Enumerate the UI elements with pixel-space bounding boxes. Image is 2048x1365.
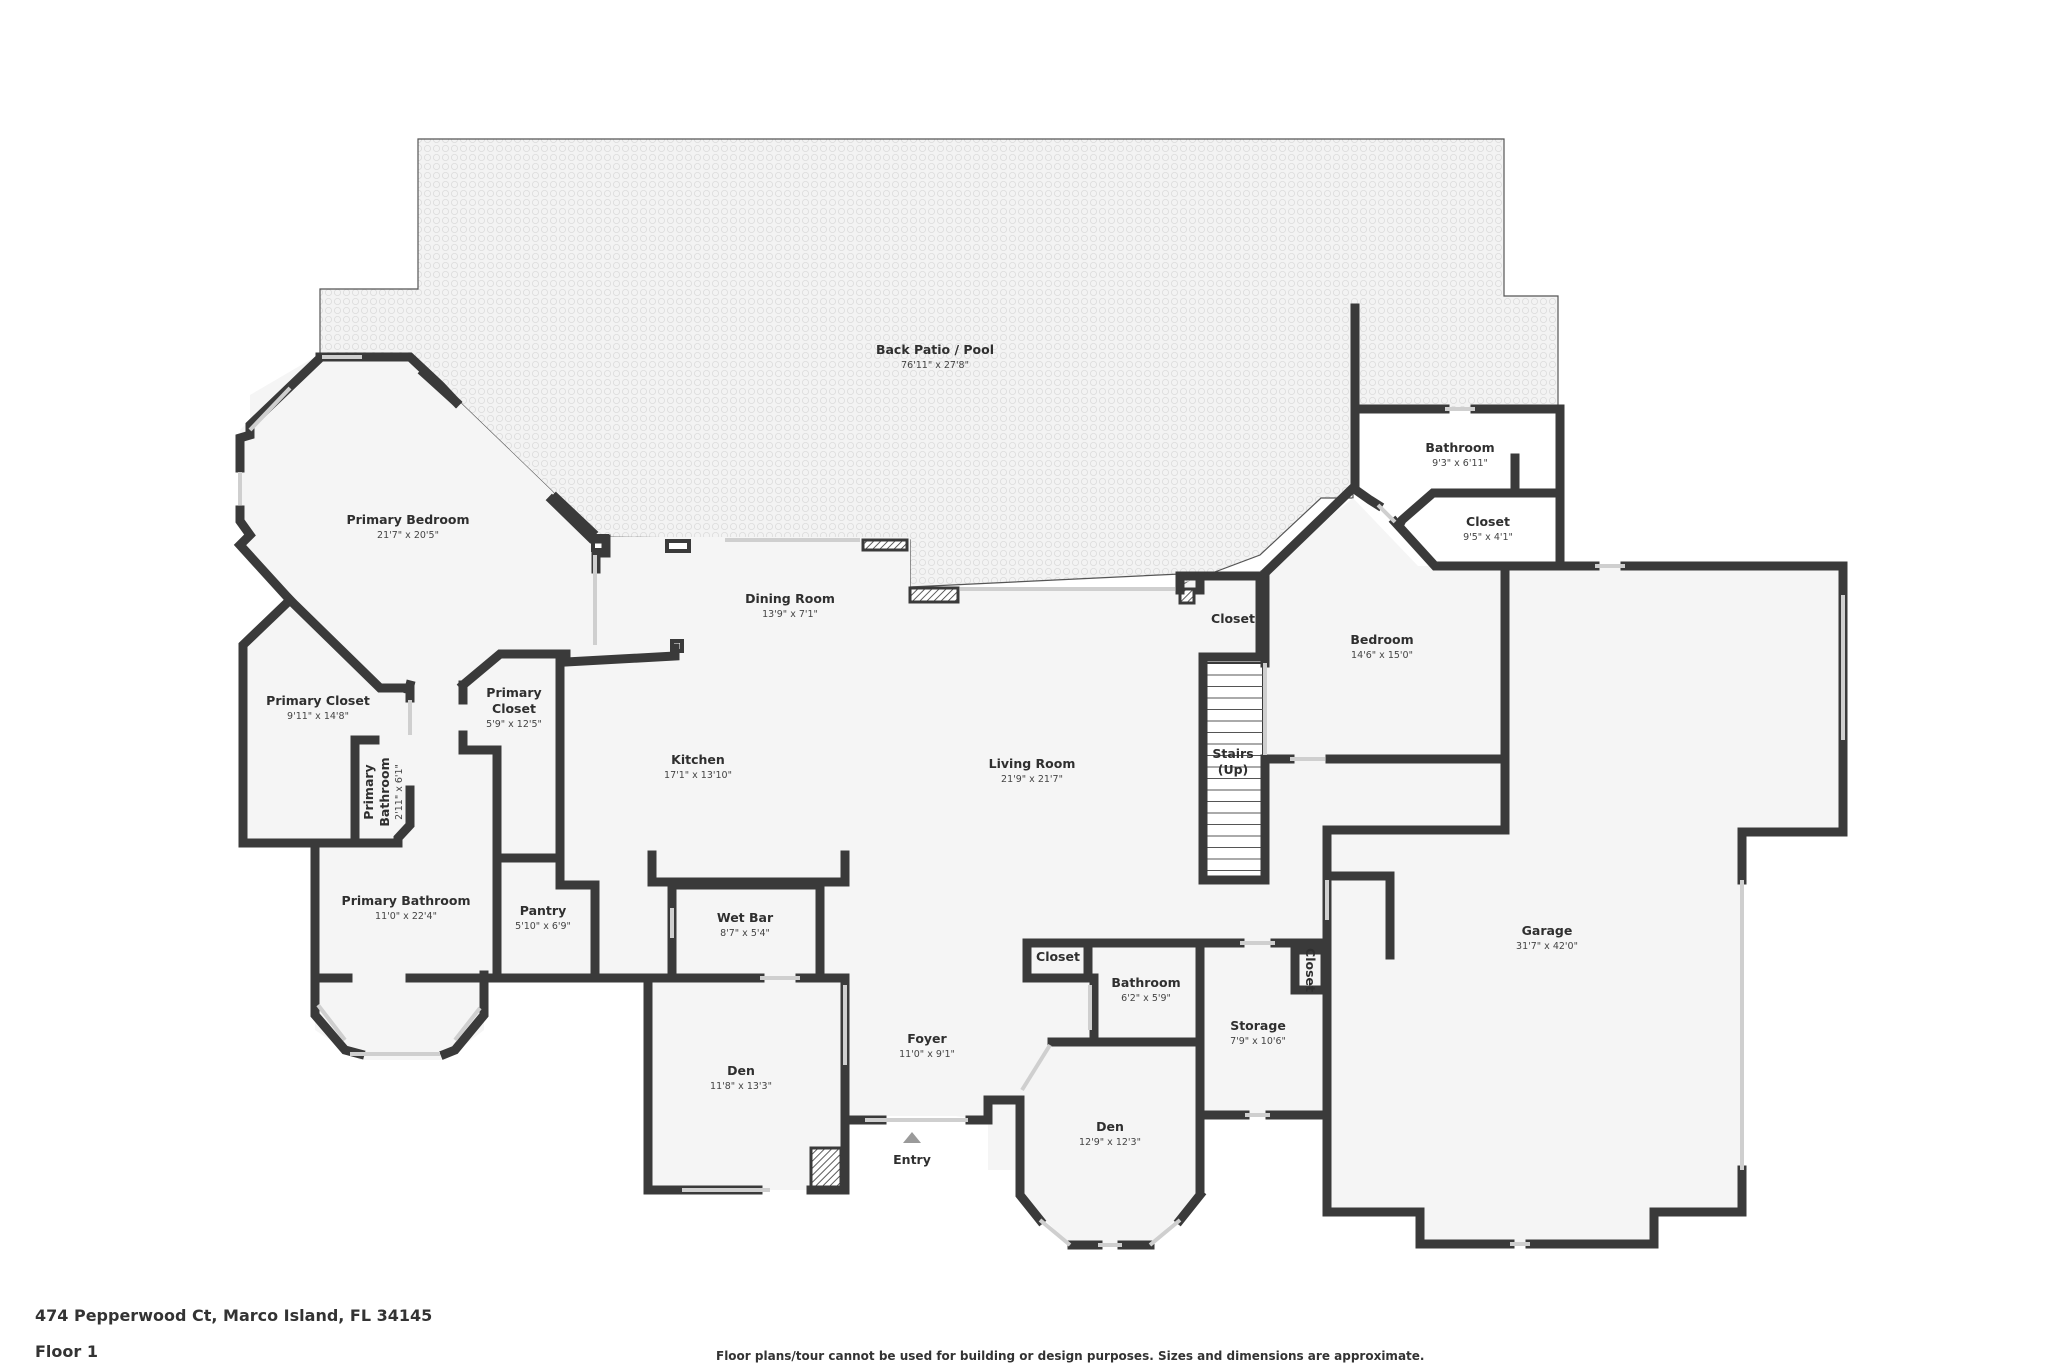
room-labels: Back Patio / Pool 76'11" x 27'8" Primary… — [266, 342, 1578, 1167]
label-stairs: Stairs — [1212, 746, 1253, 761]
dim-foyer: 11'0" x 9'1" — [899, 1049, 955, 1060]
dim-dining-room: 13'9" x 7'1" — [762, 609, 818, 620]
label-bathroom-top: Bathroom — [1425, 440, 1494, 455]
label-entry: Entry — [893, 1152, 931, 1167]
label-primary-bedroom: Primary Bedroom — [346, 512, 469, 527]
dim-primary-bedroom: 21'7" x 20'5" — [377, 530, 439, 541]
dim-garage: 31'7" x 42'0" — [1516, 941, 1578, 952]
label-kitchen: Kitchen — [671, 752, 725, 767]
dim-patio: 76'11" x 27'8" — [901, 360, 969, 371]
label-primary-closet-left: Primary Closet — [266, 693, 370, 708]
dim-primary-bathroom: 11'0" x 22'4" — [375, 911, 437, 922]
dim-wet-bar: 8'7" x 5'4" — [720, 928, 770, 939]
label-den-right: Den — [1096, 1119, 1124, 1134]
fireplace-hatch — [809, 1146, 843, 1192]
label-stairs-up: (Up) — [1218, 762, 1249, 777]
label-bedroom: Bedroom — [1350, 632, 1413, 647]
label-closet-hall: Closet — [1036, 949, 1080, 964]
label-bathroom-hall: Bathroom — [1111, 975, 1180, 990]
property-address: 474 Pepperwood Ct, Marco Island, FL 3414… — [35, 1306, 433, 1325]
dim-primary-bathroom-small: 2'11" x 6'1" — [394, 764, 405, 820]
label-primary-closet-mid: Primary — [486, 685, 541, 700]
hatched-column — [908, 586, 960, 604]
stairs — [1202, 662, 1264, 881]
floor-label: Floor 1 — [35, 1342, 98, 1361]
label-pantry: Pantry — [520, 903, 566, 918]
hatched-column — [861, 538, 909, 552]
label-closet-storage: Closet — [1303, 948, 1318, 992]
windows — [238, 355, 1845, 1247]
label-primary-bathroom-small: Primary — [361, 764, 376, 819]
label-patio: Back Patio / Pool — [876, 342, 994, 357]
dim-living-room: 21'9" x 21'7" — [1001, 774, 1063, 785]
label-primary-closet-mid-2: Closet — [492, 701, 536, 716]
walls — [233, 303, 1848, 1250]
label-dining-room: Dining Room — [745, 591, 835, 606]
label-storage: Storage — [1230, 1018, 1286, 1033]
dim-bathroom-top: 9'3" x 6'11" — [1432, 458, 1488, 469]
interior-floor — [240, 354, 1843, 1245]
label-foyer: Foyer — [907, 1031, 947, 1046]
dim-closet-top: 9'5" x 4'1" — [1463, 532, 1513, 543]
dim-den-left: 11'8" x 13'3" — [710, 1081, 772, 1092]
hatched-column — [665, 539, 691, 553]
entry-arrow-icon — [903, 1132, 921, 1143]
label-living-room: Living Room — [989, 756, 1076, 771]
label-garage: Garage — [1522, 923, 1573, 938]
label-primary-bathroom-small-2: Bathroom — [377, 757, 392, 826]
disclaimer-text: Floor plans/tour cannot be used for buil… — [716, 1349, 1425, 1363]
label-primary-bathroom: Primary Bathroom — [342, 893, 471, 908]
label-wet-bar: Wet Bar — [717, 910, 774, 925]
dim-pantry: 5'10" x 6'9" — [515, 921, 571, 932]
dim-storage: 7'9" x 10'6" — [1230, 1036, 1286, 1047]
dim-primary-closet-left: 9'11" x 14'8" — [287, 711, 349, 722]
dim-primary-closet-mid: 5'9" x 12'5" — [486, 719, 542, 730]
label-den-left: Den — [727, 1063, 755, 1078]
dim-bedroom: 14'6" x 15'0" — [1351, 650, 1413, 661]
dim-kitchen: 17'1" x 13'10" — [664, 770, 732, 781]
label-closet-top: Closet — [1466, 514, 1510, 529]
dim-den-right: 12'9" x 12'3" — [1079, 1137, 1141, 1148]
label-closet-stairs: Closet — [1211, 611, 1255, 626]
dim-bathroom-hall: 6'2" x 5'9" — [1121, 993, 1171, 1004]
